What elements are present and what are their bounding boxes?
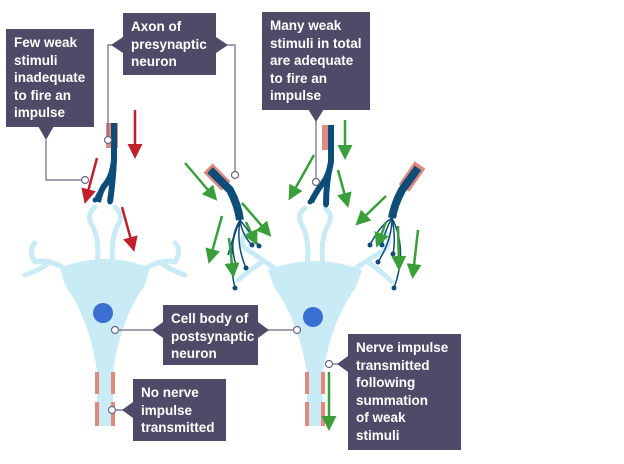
presynaptic-axon-center-right bbox=[307, 125, 334, 208]
green-arrow bbox=[406, 229, 422, 279]
green-arrow bbox=[184, 162, 218, 201]
label-postsynaptic-cell-body: Cell body of postsynaptic neuron bbox=[163, 305, 258, 365]
green-arrow bbox=[391, 225, 407, 271]
green-arrow bbox=[205, 215, 224, 264]
green-arrow bbox=[288, 154, 316, 201]
label-many-weak-stimuli: Many weak stimuli in total are adequate … bbox=[262, 12, 370, 110]
weak-stimulus-arrows bbox=[81, 110, 143, 252]
label-no-impulse: No nerve impulse transmitted bbox=[133, 379, 226, 441]
presynaptic-axon-right bbox=[367, 161, 426, 291]
red-arrow bbox=[120, 206, 138, 252]
summed-stimulus-arrows bbox=[184, 120, 422, 431]
green-arrow bbox=[374, 221, 389, 248]
label-presynaptic-axon: Axon of presynaptic neuron bbox=[123, 13, 216, 75]
myelin-right bbox=[305, 372, 325, 426]
green-arrow bbox=[243, 221, 258, 246]
nucleus-left bbox=[93, 303, 113, 323]
red-arrow bbox=[81, 157, 99, 204]
green-arrow bbox=[336, 169, 352, 208]
presynaptic-axon-center-left bbox=[203, 163, 262, 291]
nucleus-right bbox=[303, 307, 323, 327]
leader-end-markers bbox=[80, 135, 334, 415]
green-arrow bbox=[355, 195, 387, 226]
label-few-weak-stimuli: Few weak stimuli inadequate to fire an i… bbox=[6, 29, 94, 127]
green-arrow bbox=[241, 202, 272, 237]
leader-pointers bbox=[38, 37, 348, 418]
myelin-left bbox=[95, 372, 115, 426]
green-arrow bbox=[224, 237, 240, 278]
label-impulse-transmitted: Nerve impulse transmitted following summ… bbox=[348, 334, 461, 450]
